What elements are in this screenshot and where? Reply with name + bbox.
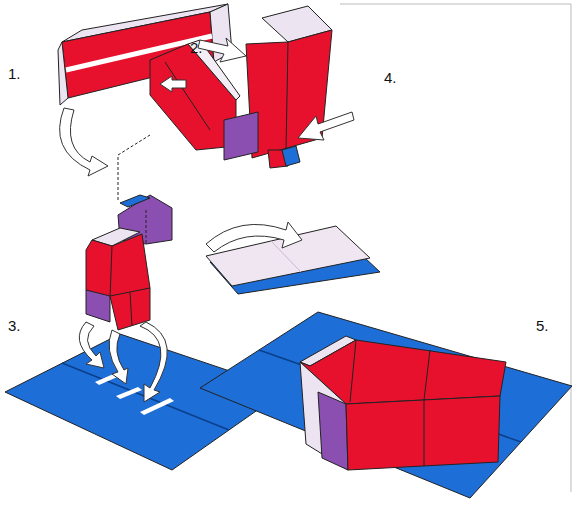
step3-parts	[86, 228, 150, 330]
step-number: 2.	[190, 40, 203, 55]
step4-arrow	[206, 222, 302, 252]
step-number: 3.	[8, 318, 21, 333]
step5-card	[200, 312, 572, 498]
step5-box	[300, 336, 506, 470]
step1-arrows	[60, 76, 186, 176]
step3-arrows	[79, 322, 167, 402]
step1-parts	[58, 4, 240, 244]
step-number: 4.	[384, 70, 397, 85]
step-number: 1.	[8, 66, 21, 81]
step2-parts	[224, 6, 332, 168]
step2-arrows	[198, 38, 354, 140]
step-number: 5.	[536, 318, 549, 333]
